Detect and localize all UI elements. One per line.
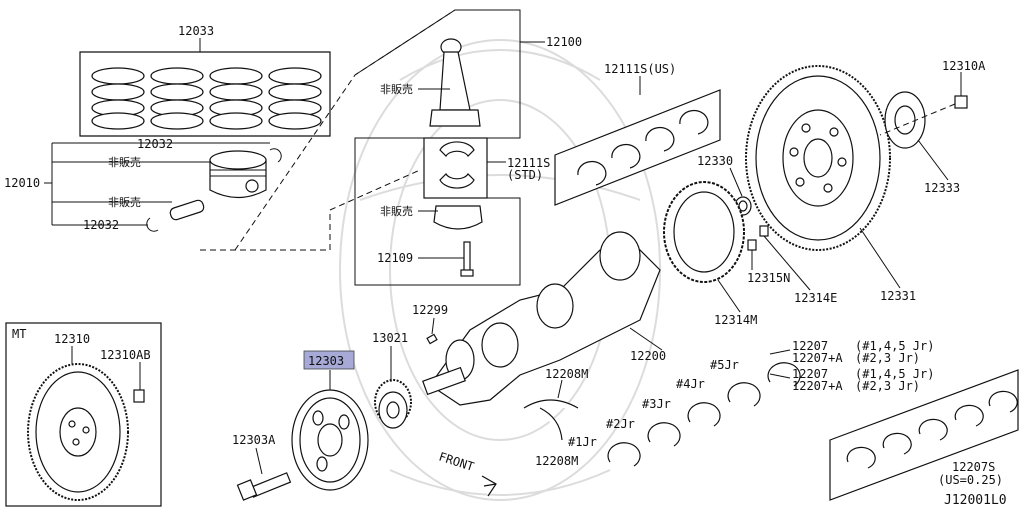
label-jr23-a: (#2,3 Jr) [855, 351, 920, 365]
flexplate-group[interactable]: 12331 [745, 65, 916, 303]
label-12303A: 12303A [232, 433, 276, 447]
thrust-washer-lower [539, 407, 563, 441]
thrust-washer-group[interactable]: 12208M 12208M [523, 367, 588, 468]
label-12310A: 12310A [942, 59, 986, 73]
diagram-code: J12001L0 [944, 493, 1007, 508]
thrust-washer-upper [523, 399, 579, 409]
crankshaft-group[interactable]: 12200 [422, 231, 666, 406]
mt-flywheel-inset[interactable]: MT 12310 12310AB [5, 322, 162, 507]
rod-bolt [463, 241, 471, 273]
crank-sprocket-group[interactable]: 13021 [372, 331, 412, 429]
label-jr5: #5Jr [710, 358, 739, 372]
label-12330: 12330 [697, 154, 733, 168]
rod-bearing-us-group[interactable]: 12111S(US) [554, 62, 721, 206]
main-bearing-group[interactable]: #1Jr #2Jr #3Jr #4Jr #5Jr 12207 12207+A (… [568, 339, 934, 467]
label-jr1: #1Jr [568, 435, 597, 449]
connecting-rod [439, 51, 471, 111]
pulley-bolt-group[interactable]: 12303A [232, 433, 292, 501]
label-12310: 12310 [54, 332, 90, 346]
label-mt: MT [12, 327, 26, 341]
label-jr4: #4Jr [676, 377, 705, 391]
flexplate-bolt-group[interactable]: 12310A [879, 59, 986, 136]
connecting-rod-group[interactable]: 12100 非販売 12111S (STD) 非販売 12109 [354, 9, 582, 286]
label-12315N: 12315N [747, 271, 790, 285]
label-not-sold-pin: 非販売 [108, 196, 141, 209]
label-12207A-b: 12207+A [792, 379, 843, 393]
piston-rings-group[interactable]: 12033 [79, 24, 331, 137]
label-not-sold-rod: 非販売 [380, 83, 413, 96]
label-12303: 12303 [308, 354, 344, 368]
label-12299: 12299 [412, 303, 448, 317]
highlight-12303 [303, 350, 355, 370]
crank-key [426, 333, 438, 345]
label-not-sold-cap: 非販売 [380, 205, 413, 218]
label-front: FRONT [437, 450, 476, 474]
label-12314M: 12314M [714, 313, 757, 327]
label-12207S: 12207S [952, 460, 995, 474]
label-12310AB: 12310AB [100, 348, 151, 362]
snap-ring-top [269, 148, 282, 163]
crank-pulley-group[interactable]: 12303 [291, 350, 369, 491]
label-12032-top: 12032 [137, 137, 173, 151]
pilot-bushing [747, 239, 757, 251]
label-12033: 12033 [178, 24, 214, 38]
label-jr145-a: (#1,4,5 Jr) [855, 339, 934, 353]
piston-pin [169, 199, 205, 221]
pilot-parts-group[interactable]: 12315N 12314E [747, 225, 837, 305]
rod-bearing-us-shells [577, 109, 709, 186]
label-12111S-std: 12111S [507, 156, 550, 170]
label-12207-a: 12207 [792, 339, 828, 353]
flexplate-reinforcement-group[interactable]: 12333 [884, 91, 960, 195]
label-12207A-a: 12207+A [792, 351, 843, 365]
mt-flywheel-bolt [133, 389, 145, 403]
crank-key-group[interactable]: 12299 [412, 303, 448, 345]
label-not-sold-piston: 非販売 [108, 156, 141, 169]
signal-plate-group[interactable]: 12314M [663, 181, 757, 327]
label-12331: 12331 [880, 289, 916, 303]
label-12200: 12200 [630, 349, 666, 363]
label-12207-b: 12207 [792, 367, 828, 381]
label-12100: 12100 [546, 35, 582, 49]
label-12010: 12010 [4, 176, 40, 190]
label-12208M-bottom: 12208M [535, 454, 578, 468]
label-12314E: 12314E [794, 291, 837, 305]
label-12032-bottom: 12032 [83, 218, 119, 232]
piston-assembly[interactable]: 12032 12010 非販売 非販売 12032 [4, 137, 282, 232]
label-13021: 13021 [372, 331, 408, 345]
label-12208M-top: 12208M [545, 367, 588, 381]
label-jr145-b: (#1,4,5 Jr) [855, 367, 934, 381]
collar [759, 225, 769, 237]
main-bearing-us-shells [846, 390, 1018, 469]
main-bearing-shells [607, 362, 801, 467]
label-jr2: #2Jr [606, 417, 635, 431]
label-jr23-b: (#2,3 Jr) [855, 379, 920, 393]
label-jr3: #3Jr [642, 397, 671, 411]
label-12333: 12333 [924, 181, 960, 195]
piston-ring-set [91, 67, 322, 130]
flexplate-bolt [954, 95, 968, 109]
arrow-icon [481, 475, 497, 497]
label-std: (STD) [507, 168, 543, 182]
label-us025: (US=0.25) [938, 473, 1003, 487]
label-12111S-us: 12111S(US) [604, 62, 676, 76]
snap-ring-bottom [146, 217, 159, 232]
main-bearing-us-group[interactable]: 12207S (US=0.25) [829, 369, 1019, 501]
label-12109: 12109 [377, 251, 413, 265]
rod-cap [433, 205, 483, 230]
